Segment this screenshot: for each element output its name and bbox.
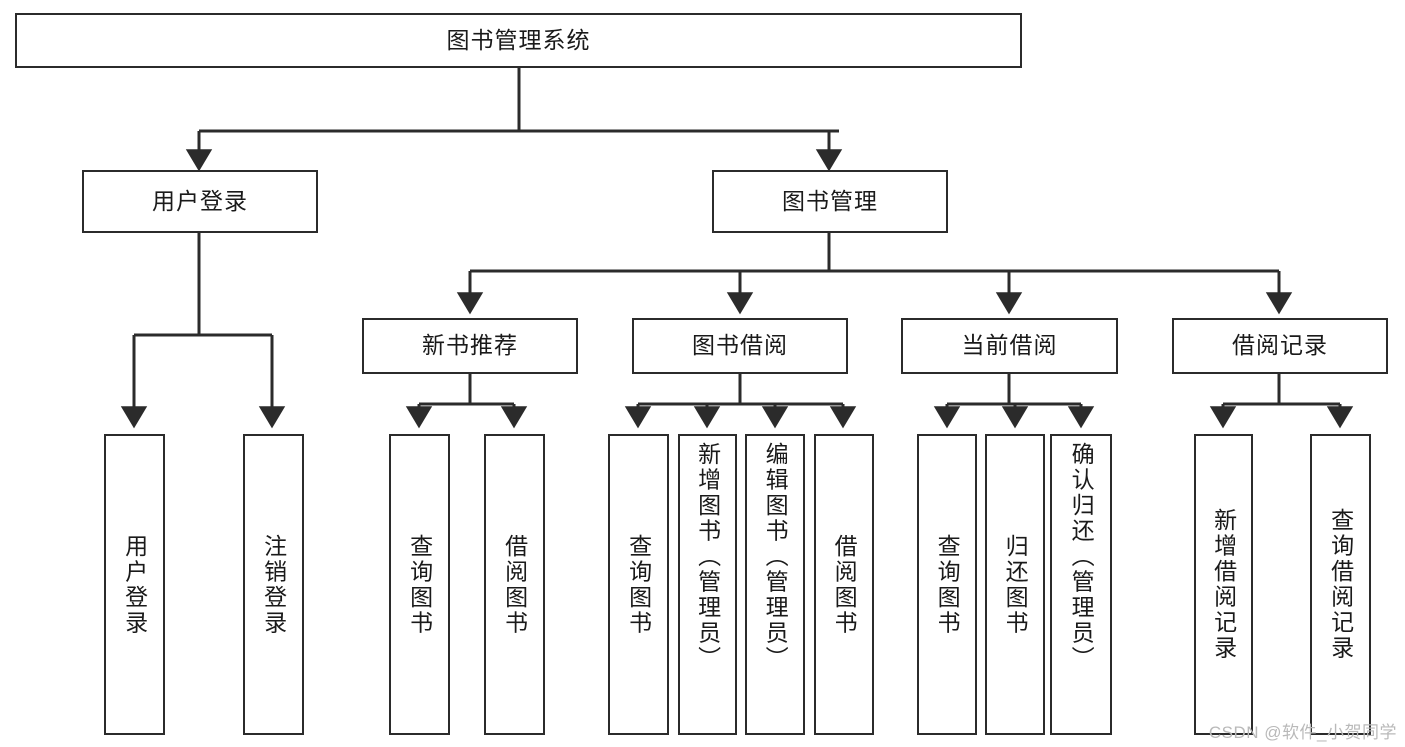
node-leaf-edit-book-label: 编辑图书（管理员） <box>762 442 789 672</box>
node-leaf-return-book-label: 归还图书 <box>1002 533 1029 636</box>
node-root[interactable]: 图书管理系统 <box>15 13 1022 68</box>
node-leaf-return-book[interactable]: 归还图书 <box>985 434 1045 735</box>
node-leaf-query-book-1[interactable]: 查询图书 <box>389 434 450 735</box>
node-leaf-query-book-2-label: 查询图书 <box>625 533 652 636</box>
node-leaf-borrow-book-2-label: 借阅图书 <box>831 533 858 636</box>
node-new-book-recommend-label: 新书推荐 <box>422 332 518 359</box>
node-root-label: 图书管理系统 <box>446 26 591 53</box>
node-leaf-add-book[interactable]: 新增图书（管理员） <box>678 434 737 735</box>
node-user-login[interactable]: 用户登录 <box>82 170 318 233</box>
node-leaf-logout-login[interactable]: 注销登录 <box>243 434 304 735</box>
watermark: CSDN @软件_小贺同学 <box>1208 723 1397 742</box>
node-leaf-user-login-label: 用户登录 <box>121 533 148 636</box>
node-leaf-query-book-1-label: 查询图书 <box>406 533 433 636</box>
node-new-book-recommend[interactable]: 新书推荐 <box>362 318 578 374</box>
node-leaf-borrow-book-2[interactable]: 借阅图书 <box>814 434 874 735</box>
node-book-borrow[interactable]: 图书借阅 <box>632 318 848 374</box>
node-leaf-add-record[interactable]: 新增借阅记录 <box>1194 434 1253 735</box>
node-borrow-record-label: 借阅记录 <box>1232 332 1328 359</box>
node-book-borrow-label: 图书借阅 <box>692 332 788 359</box>
node-leaf-logout-login-label: 注销登录 <box>260 533 287 636</box>
node-current-borrow-label: 当前借阅 <box>961 332 1058 359</box>
node-leaf-query-record-label: 查询借阅记录 <box>1327 508 1354 661</box>
node-borrow-record[interactable]: 借阅记录 <box>1172 318 1388 374</box>
node-book-management-label: 图书管理 <box>782 187 878 214</box>
node-leaf-query-book-3[interactable]: 查询图书 <box>917 434 977 735</box>
node-leaf-add-book-label: 新增图书（管理员） <box>694 442 721 672</box>
node-leaf-confirm-return-label: 确认归还（管理员） <box>1068 442 1095 672</box>
node-leaf-query-record[interactable]: 查询借阅记录 <box>1310 434 1371 735</box>
node-leaf-query-book-3-label: 查询图书 <box>934 533 961 636</box>
node-leaf-add-record-label: 新增借阅记录 <box>1210 508 1237 661</box>
node-book-management[interactable]: 图书管理 <box>712 170 948 233</box>
node-leaf-borrow-book-1[interactable]: 借阅图书 <box>484 434 545 735</box>
node-leaf-edit-book[interactable]: 编辑图书（管理员） <box>745 434 805 735</box>
node-leaf-user-login[interactable]: 用户登录 <box>104 434 165 735</box>
node-leaf-confirm-return[interactable]: 确认归还（管理员） <box>1050 434 1112 735</box>
node-leaf-borrow-book-1-label: 借阅图书 <box>501 533 528 636</box>
node-current-borrow[interactable]: 当前借阅 <box>901 318 1118 374</box>
node-user-login-label: 用户登录 <box>152 187 248 214</box>
node-leaf-query-book-2[interactable]: 查询图书 <box>608 434 669 735</box>
